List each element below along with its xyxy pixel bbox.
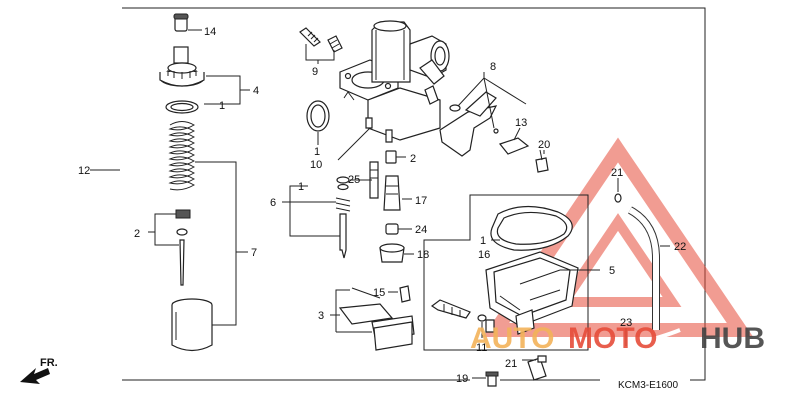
label-5: 5 [609,265,615,277]
label-20: 20 [538,139,550,151]
bottom-leader-lines [472,178,670,379]
label-21-clip: 21 [611,167,623,179]
label-7: 7 [251,247,257,259]
label-8: 8 [490,61,496,73]
label-17: 17 [415,195,427,207]
label-11: 11 [476,342,487,354]
watermark-text: AUTO MOTO HUB [470,322,765,355]
label-22: 22 [674,241,686,253]
front-direction-arrow-icon [20,368,50,384]
diagram-frame [122,7,706,381]
jet-stack-part [335,150,405,263]
label-18: 18 [417,249,429,261]
carburetor-body-part [339,20,450,143]
label-15: 15 [373,287,385,299]
right-leader-lines [457,72,545,154]
label-13: 13 [515,117,527,129]
label-9: 9 [312,66,318,78]
throttle-cap-part [159,13,205,114]
label-2-jet: 2 [410,153,416,165]
jet-needle-part [175,209,191,286]
label-3: 3 [318,310,324,322]
label-2-clip: 2 [134,228,140,240]
left-leader-lines [90,29,250,326]
label-16: 16 [478,249,490,261]
label-12: 12 [78,165,90,177]
label-1-oring: 1 [314,146,320,158]
label-19: 19 [456,373,468,385]
clip-part [485,193,622,387]
middle-leader-lines [282,44,414,255]
choke-lever-part [439,91,549,173]
float-part [338,285,415,351]
watermark-auto: AUTO [470,322,554,355]
label-1-washer: 1 [298,181,304,193]
label-10: 10 [310,159,322,171]
chamber-leader-lines [481,239,600,338]
o-ring-part [306,100,330,132]
throttle-valve-part [171,298,213,352]
front-marker-label: FR. [40,357,58,369]
label-1-gasket: 1 [480,235,486,247]
drain-tube-part [527,328,681,381]
float-chamber-part [430,205,579,335]
label-25: 25 [348,174,360,186]
label-24: 24 [415,224,427,236]
pilot-screw-part [299,27,343,53]
diagram-code: KCM3-E1600 [618,380,678,391]
watermark-hub: HUB [700,322,765,355]
label-14: 14 [204,26,216,38]
label-6: 6 [270,197,276,209]
label-4: 4 [253,85,259,97]
float-chamber-box [423,194,589,351]
label-21-bottom: 21 [505,358,517,370]
vent-tube-part [627,206,660,330]
float-leader-lines [330,289,398,333]
label-1-ring: 1 [219,100,225,112]
throttle-spring-part [168,121,195,191]
label-23: 23 [620,317,632,329]
watermark-moto: MOTO [568,322,657,355]
